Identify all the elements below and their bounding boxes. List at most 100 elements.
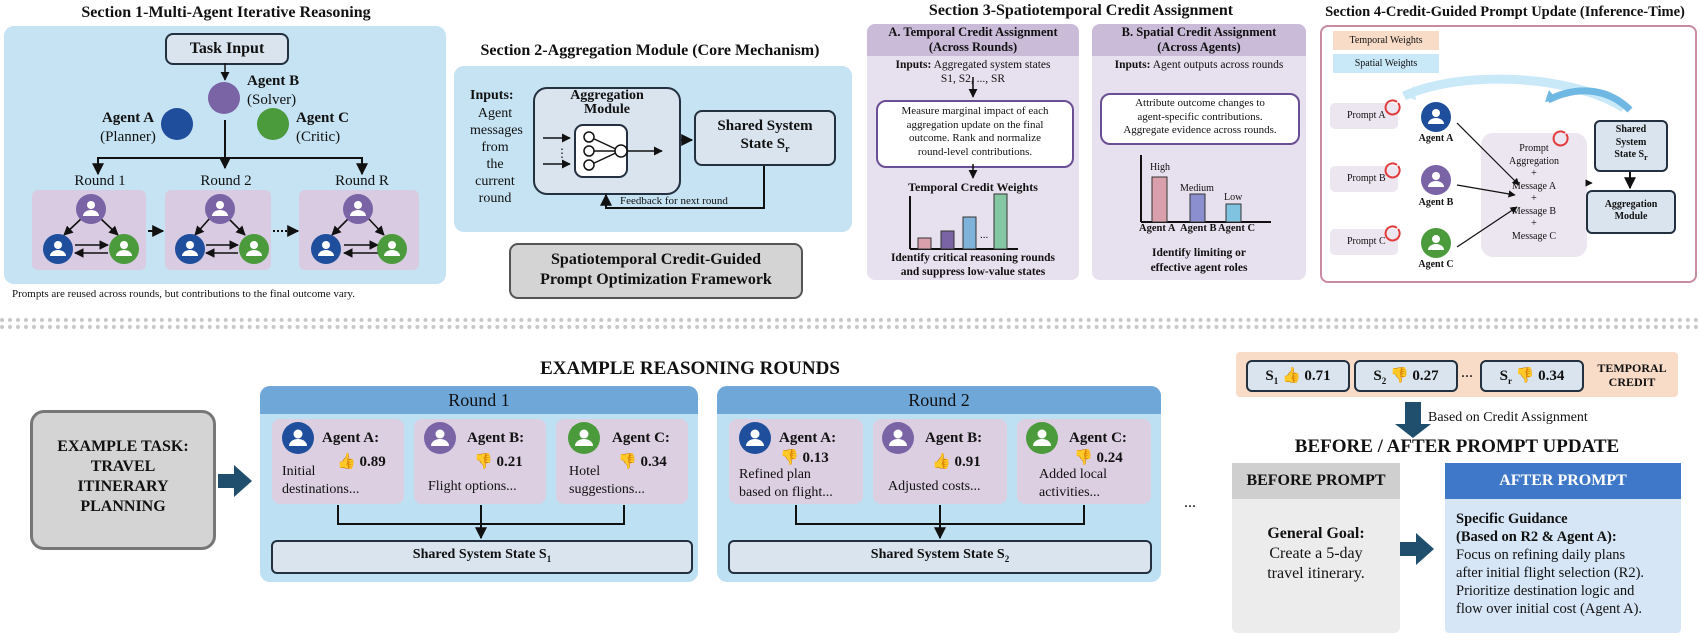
agent-c-avatar: [257, 108, 289, 140]
r1-agent-a-text: Initial destinations...: [282, 463, 359, 499]
temporal-method-line: round-level contributions.: [917, 145, 1033, 158]
agg-line: Aggregation: [570, 88, 644, 103]
r1-a-line: Initial: [282, 464, 316, 479]
stack-line: Message A: [1511, 180, 1557, 192]
before-line: Create a 5-day: [1269, 545, 1363, 562]
s4-shared-sub: r: [1644, 153, 1648, 162]
credit-s1-value: 0.71: [1304, 368, 1331, 384]
feedback-label: Feedback for next round: [620, 195, 728, 207]
section2-title: Section 2-Aggregation Module (Core Mecha…: [480, 42, 820, 59]
spatial-weights-chip: Spatial Weights: [1333, 54, 1439, 73]
inputs-text: Agent messages from the current round: [470, 105, 523, 207]
thumbs-down-icon: 👎: [1389, 368, 1409, 384]
r1-agent-c-score-value: 0.34: [640, 454, 667, 470]
r1-agent-c-score: 👎 0.34: [618, 452, 667, 471]
temporal-method-line: Measure marginal impact of each: [901, 105, 1049, 117]
agent-b-name: Agent B: [247, 73, 300, 89]
inputs-line: round: [478, 191, 512, 206]
r1-shared-state-box: [271, 540, 693, 574]
before-prompt-body: General Goal: Create a 5-day travel itin…: [1232, 524, 1400, 584]
inputs-label-text: Inputs: [470, 88, 509, 103]
r2-c-line: Added local: [1039, 467, 1108, 482]
agg-line: Module: [584, 102, 630, 117]
r1-agent-b-score-value: 0.21: [496, 454, 523, 470]
spatial-header-text: B. Spatial Credit Assignment (Across Age…: [1092, 25, 1306, 55]
r2-agent-c-score-value: 0.24: [1096, 450, 1123, 466]
agent-b-role: (Solver): [247, 92, 297, 108]
shared-state-subscript: r: [785, 144, 790, 155]
r2-agent-a-score-value: 0.13: [802, 450, 829, 466]
temporal-credit-line2: CREDIT: [1608, 375, 1656, 389]
framework-line2: Prompt Optimization Framework: [540, 271, 772, 288]
section4-title: Section 4-Credit-Guided Prompt Update (I…: [1325, 4, 1685, 20]
r1-agent-b-name-text: Agent B: [467, 430, 520, 446]
spatial-panel: [1092, 24, 1306, 280]
r2-state-sub: 2: [1004, 553, 1010, 564]
before-line: travel itinerary.: [1267, 565, 1365, 582]
s4-shared-line: Shared: [1615, 124, 1647, 135]
task-line: ITINERARY: [77, 478, 169, 495]
credit-s2: S2 👎 0.27: [1354, 360, 1458, 392]
r2-agent-b-text: Adjusted costs...: [888, 479, 981, 494]
r1-agent-c-name-text: Agent C: [612, 430, 665, 446]
inputs-line: messages: [470, 123, 523, 138]
r1-agent-b-text: Flight options...: [428, 479, 517, 494]
temporal-footer-line1: Identify critical reasoning rounds: [890, 252, 1056, 264]
s4-shared-line: State Sr: [1594, 149, 1668, 165]
temporal-footer-line2: and suppress low-value states: [900, 266, 1046, 278]
spatial-method-box: [1100, 93, 1300, 145]
after-prompt-header: AFTER PROMPT: [1445, 463, 1681, 499]
r2-agent-a-score: 👎 0.13: [780, 448, 829, 467]
temporal-method-line: aggregation update on the final: [906, 118, 1044, 131]
shared-system-state-label: Shared System State Sr: [694, 117, 836, 159]
r2-agent-b-score: 👍 0.91: [932, 452, 981, 471]
before-prompt-header: BEFORE PROMPT: [1232, 463, 1400, 499]
section4-agent-a-label: Agent A: [1418, 133, 1454, 144]
r1-state-sub: 1: [546, 553, 552, 564]
r2-agent-a-name: Agent A:: [779, 430, 837, 446]
example-task-text: EXAMPLE TASK: TRAVEL ITINERARY PLANNING: [30, 437, 216, 517]
example-title: EXAMPLE REASONING ROUNDS: [540, 358, 840, 379]
example-round-1-header: Round 1: [260, 386, 698, 414]
r2-shared-state-box: [728, 540, 1152, 574]
temporal-inputs: Inputs: Aggregated system states S1, S2,…: [867, 58, 1079, 86]
prompt-a-label: Prompt A: [1347, 110, 1386, 121]
temporal-method-line: outcome. Rank and normalize: [909, 132, 1041, 144]
section3-title: Section 3-Spatiotemporal Credit Assignme…: [928, 2, 1234, 19]
r1-agent-b-score: 👎 0.21: [474, 452, 523, 471]
r1-agent-a-score-value: 0.89: [359, 454, 386, 470]
stack-line: Prompt: [1519, 143, 1549, 154]
shared-state-line1: Shared System: [717, 118, 813, 134]
r1-agent-b-name: Agent B:: [467, 430, 525, 446]
spatial-inputs-text: Agent outputs across rounds: [1152, 59, 1284, 71]
r2-agent-a-text: Refined plan based on flight...: [739, 466, 833, 502]
spatial-method-line: agent-specific contributions.: [1137, 110, 1263, 123]
round-r-label: Round R: [335, 173, 389, 189]
task-input-box: Task Input: [165, 33, 289, 65]
inputs-line: from: [481, 140, 509, 155]
r2-agent-b-score-value: 0.91: [954, 454, 981, 470]
r2-shared-state-text: Shared System State: [870, 547, 994, 562]
after-bold-1: Specific Guidance: [1456, 511, 1568, 527]
temporal-chart-title: Temporal Credit Weights: [908, 180, 1038, 194]
temporal-header-text: A. Temporal Credit Assignment (Across Ro…: [867, 25, 1079, 55]
spatial-label-high: High: [1150, 162, 1170, 173]
s4-agg-line: Module: [1614, 211, 1648, 222]
spatial-footer-line1: Identify limiting or: [1152, 247, 1246, 259]
inputs-line: Agent: [477, 106, 513, 121]
spatial-x-agent-b: Agent B: [1180, 223, 1217, 234]
section4-aggregation-box: [1586, 190, 1676, 234]
round-2-group: [165, 190, 271, 270]
round-r-group: [299, 190, 419, 270]
round-1-group: [32, 190, 146, 270]
temporal-weights-chip: Temporal Weights: [1333, 31, 1439, 50]
after-prompt-body: Specific Guidance (Based on R2 & Agent A…: [1456, 510, 1682, 618]
r1-c-line: Hotel: [569, 464, 601, 479]
rounds-ellipsis: ...: [1184, 494, 1196, 511]
spatial-inputs-label: Inputs:: [1114, 59, 1151, 71]
spatial-method-line: Aggregate evidence across rounds.: [1123, 124, 1277, 136]
temporal-credit-label: TEMPORAL CREDIT: [1588, 361, 1676, 389]
round-2-label: Round 2: [200, 173, 252, 189]
r1-a-line: destinations...: [282, 482, 360, 497]
r2-a-line: based on flight...: [739, 485, 833, 500]
